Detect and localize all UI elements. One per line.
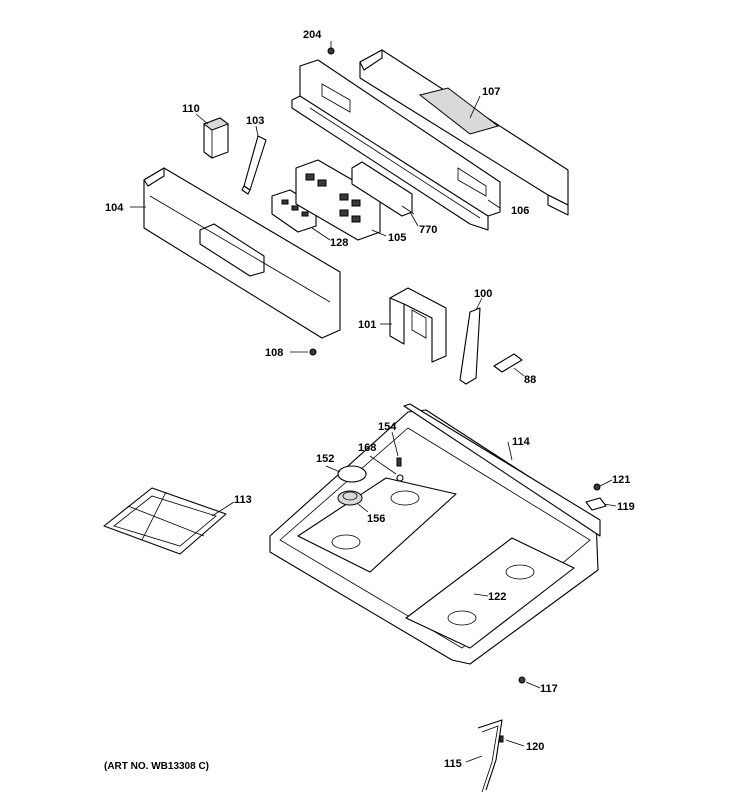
callout-100: 100 — [474, 288, 492, 300]
part-770-harness — [351, 161, 415, 217]
part-103-bracket — [241, 135, 267, 195]
callout-168: 168 — [358, 442, 376, 454]
callout-117: 117 — [540, 683, 558, 695]
leader-lines — [130, 41, 617, 763]
callout-115: 115 — [444, 758, 462, 770]
part-100-side-trim — [459, 307, 481, 385]
part-115-rod — [477, 719, 503, 793]
part-168-clip — [396, 474, 404, 482]
callout-110: 110 — [182, 103, 200, 115]
part-114-cooktop — [269, 403, 601, 665]
part-113-grate — [103, 487, 227, 555]
part-104-control-panel — [143, 167, 341, 339]
part-107-top-trim — [359, 49, 569, 216]
part-204-screw — [327, 47, 335, 55]
part-121-screw — [593, 483, 601, 491]
part-117-nut — [518, 676, 526, 684]
part-120-screw — [499, 735, 504, 743]
callout-105: 105 — [388, 232, 406, 244]
part-152-burner-cap — [337, 465, 367, 483]
part-156-burner-head — [337, 490, 363, 506]
part-105-control-board — [295, 159, 381, 241]
callout-120: 120 — [526, 741, 544, 753]
callout-122: 122 — [488, 591, 506, 603]
callout-107: 107 — [482, 86, 500, 98]
callout-204: 204 — [303, 29, 322, 41]
callout-101: 101 — [358, 319, 376, 331]
callout-121: 121 — [612, 474, 630, 486]
callout-113: 113 — [234, 494, 252, 506]
part-119-bracket — [585, 497, 607, 511]
callout-770: 770 — [419, 224, 437, 236]
callout-103: 103 — [246, 115, 264, 127]
part-88-lens — [493, 353, 523, 373]
callout-114: 114 — [512, 436, 531, 448]
part-110-switch — [202, 117, 230, 159]
callout-106: 106 — [511, 205, 529, 217]
callout-119: 119 — [617, 501, 635, 513]
art-number: (ART NO. WB13308 C) — [104, 761, 209, 772]
part-154-orifice — [396, 457, 402, 467]
callout-88: 88 — [524, 374, 536, 386]
callout-104: 104 — [105, 202, 124, 214]
part-106-backsplash — [291, 59, 501, 231]
callout-128: 128 — [330, 237, 348, 249]
callout-108: 108 — [265, 347, 283, 359]
part-108-screw — [309, 348, 317, 356]
callout-152: 152 — [316, 453, 334, 465]
callout-labels: 204 107 110 103 104 106 770 128 105 100 … — [105, 29, 635, 770]
callout-156: 156 — [367, 513, 385, 525]
callout-154: 154 — [378, 421, 397, 433]
part-101-bracket — [389, 287, 447, 363]
